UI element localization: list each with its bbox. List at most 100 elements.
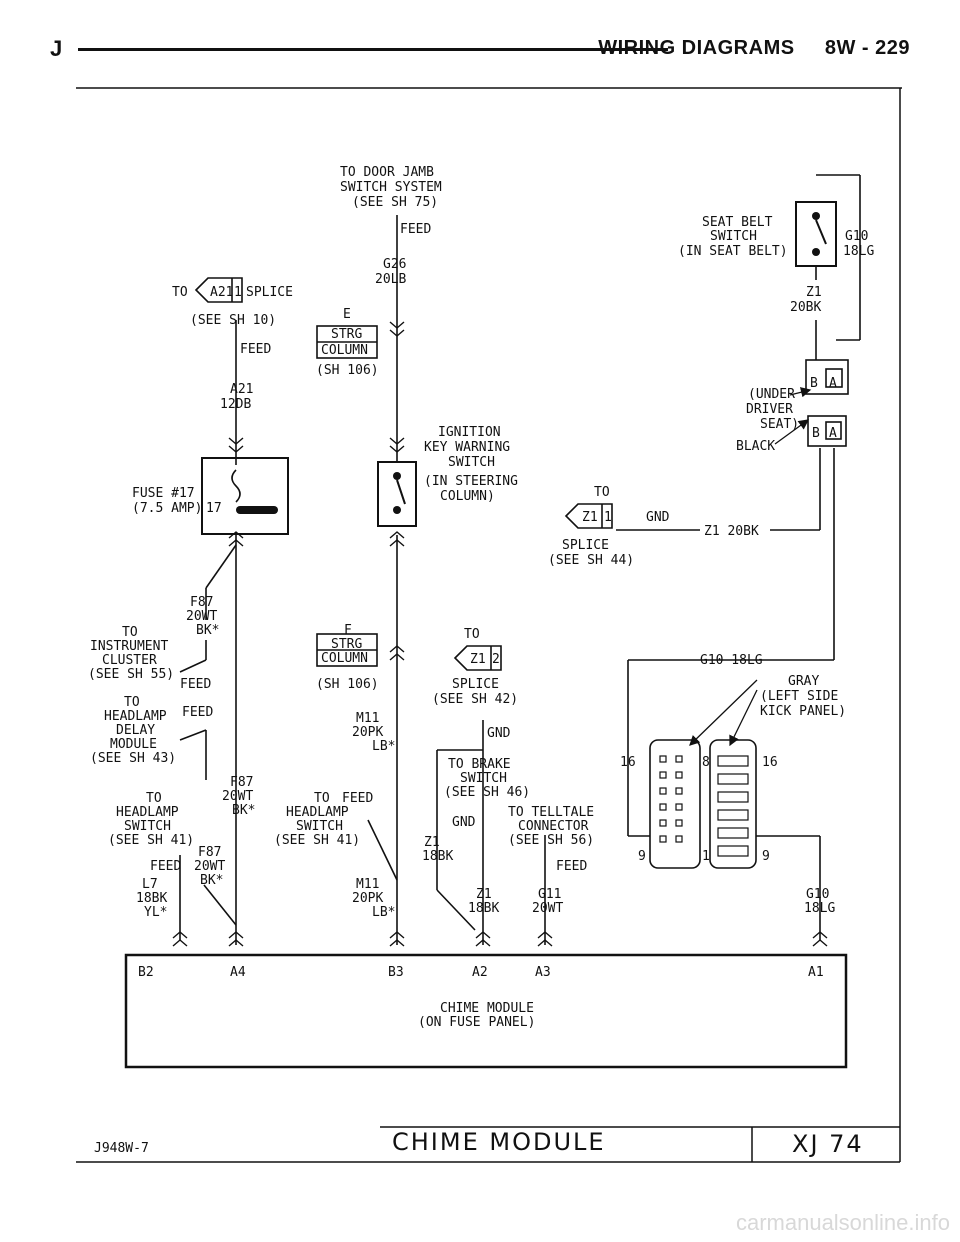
f87-low-3: BK*: [200, 873, 223, 888]
z1-top-1: Z1: [806, 285, 822, 300]
splice-z1-44-wire: Z1 20BK: [704, 524, 759, 539]
gnd-label-telltale: GND: [452, 815, 476, 830]
g10-top-2: 18LG: [843, 244, 874, 259]
m11-a-1: M11: [356, 711, 379, 726]
module-label-2: (ON FUSE PANEL): [418, 1015, 535, 1030]
splice-z1-44-gnd: GND: [646, 510, 670, 525]
g10-top-1: G10: [845, 229, 868, 244]
l7-1: L7: [142, 877, 158, 892]
ignition-key-switch: [377, 461, 417, 527]
hl-sw-left-3: SWITCH: [124, 819, 171, 834]
hl-sw-mid-1: TO: [314, 791, 330, 806]
splice-z1-44-ref: (SEE SH 44): [548, 553, 634, 568]
ignition-label-1: IGNITION: [438, 425, 501, 440]
splice-a21-ref: (SEE SH 10): [190, 313, 276, 328]
f87-mid-1: F87: [230, 775, 253, 790]
z1-18-1: Z1: [424, 835, 440, 850]
f87-mid-2: 20WT: [222, 789, 253, 804]
splice-markers: [194, 277, 613, 671]
header-rule: [78, 48, 668, 51]
column-label-e: COLUMN: [321, 343, 368, 358]
conn-pin-1: 1: [702, 849, 710, 864]
conn-pin-9-right: 9: [762, 849, 770, 864]
conn-pin-16-right: 16: [762, 755, 778, 770]
splice-z1-44-pin: 1: [604, 510, 612, 525]
conn-b-bottom: B: [812, 426, 820, 441]
z1-18-2: 18BK: [422, 849, 453, 864]
hl-delay-2: HEADLAMP: [104, 709, 167, 724]
hl-delay-4: MODULE: [110, 737, 157, 752]
sh106-label-e: (SH 106): [316, 363, 379, 378]
g26-wire-1: G26: [383, 257, 406, 272]
fuse-label-2: (7.5 AMP): [132, 501, 202, 516]
under-seat-1: (UNDER: [748, 387, 795, 402]
splice-a21-pin: 1: [234, 285, 242, 300]
door-jamb-label-1: TO DOOR JAMB: [340, 165, 434, 180]
l7-2: 18BK: [136, 891, 167, 906]
watermark: carmanualsonline.info: [735, 1210, 950, 1235]
instrument-2: INSTRUMENT: [90, 639, 168, 654]
feed-label-telltale: FEED: [556, 859, 587, 874]
fuse-label-1: FUSE #17: [132, 486, 195, 501]
splice-z1-42-pin: 2: [492, 652, 500, 667]
g11-1: G11: [538, 887, 561, 902]
a21-wire-2: 12DB: [220, 397, 251, 412]
feed-label-hl-sw: FEED: [342, 791, 373, 806]
telltale-2: CONNECTOR: [518, 819, 589, 834]
column-label-f: COLUMN: [321, 651, 368, 666]
conn-a-bottom: A: [829, 426, 837, 441]
conn-pin-8: 8: [702, 755, 710, 770]
z1-top-2: 20BK: [790, 300, 821, 315]
g26-wire-2: 20LB: [375, 272, 406, 287]
steering-column-connectors: [316, 325, 378, 667]
z1-18b-2: 18BK: [468, 901, 499, 916]
f87-low-1: F87: [198, 845, 221, 860]
splice-z1-42-to: TO: [464, 627, 480, 642]
footer-title: CHIME MODULE: [392, 1128, 606, 1156]
page-frame: [76, 87, 902, 1163]
m11-b-3: LB*: [372, 905, 395, 920]
f87-low-2: 20WT: [194, 859, 225, 874]
fuse-pin: 17: [206, 501, 222, 516]
strg-label-e: STRG: [331, 327, 362, 342]
gray-3: KICK PANEL): [760, 704, 846, 719]
door-jamb-label-3: (SEE SH 75): [352, 195, 438, 210]
footer-page: XJ 74: [792, 1130, 864, 1158]
gray-2: (LEFT SIDE: [760, 689, 838, 704]
chime-module-box: [124, 953, 848, 1069]
splice-z1-44-word: SPLICE: [562, 538, 609, 553]
hl-delay-1: TO: [124, 695, 140, 710]
m11-a-3: LB*: [372, 739, 395, 754]
kick-panel-connectors: [649, 739, 757, 869]
f87-top-1: F87: [190, 595, 213, 610]
splice-a21-to: TO: [172, 285, 188, 300]
telltale-1: TO TELLTALE: [508, 805, 594, 820]
connector-chevrons: [172, 321, 828, 947]
feed-label-instrument: FEED: [180, 677, 211, 692]
fuse-17: [201, 457, 289, 535]
ignition-label-2: KEY WARNING: [424, 440, 510, 455]
m11-b-2: 20PK: [352, 891, 383, 906]
seat-belt-label-2: SWITCH: [710, 229, 757, 244]
instrument-3: CLUSTER: [102, 653, 157, 668]
seat-belt-label-3: (IN SEAT BELT): [678, 244, 788, 259]
hl-sw-left-4: (SEE SH 41): [108, 833, 194, 848]
g10-low-2: 18LG: [804, 901, 835, 916]
brake-1: TO BRAKE: [448, 757, 511, 772]
footer-code: J948W-7: [94, 1141, 149, 1156]
m11-a-2: 20PK: [352, 725, 383, 740]
leader-arrows: [689, 387, 812, 747]
under-seat-3: SEAT): [760, 417, 799, 432]
ignition-label-4: (IN STEERING: [424, 474, 518, 489]
feed-label-a21: FEED: [240, 342, 271, 357]
under-seat-connectors: [805, 359, 849, 447]
brake-2: SWITCH: [460, 771, 507, 786]
splice-z1-42-id: Z1: [470, 652, 486, 667]
feed-label-top: FEED: [400, 222, 431, 237]
conn-a-top: A: [829, 376, 837, 391]
connector-f: F: [344, 623, 352, 638]
splice-z1-44-to: TO: [594, 485, 610, 500]
module-pin-a4: A4: [230, 965, 246, 980]
m11-b-1: M11: [356, 877, 379, 892]
